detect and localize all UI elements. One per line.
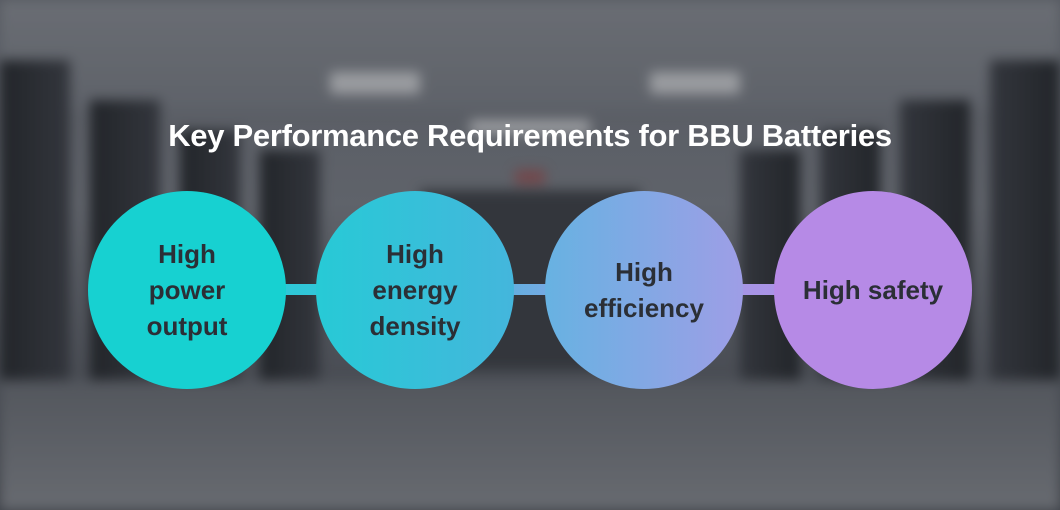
exit-sign — [515, 170, 545, 184]
requirement-circle-efficiency: High efficiency — [545, 191, 743, 389]
floor — [0, 380, 1060, 510]
ceiling — [0, 0, 1060, 110]
requirement-circle-energy-density: High energy density — [316, 191, 514, 389]
page-title: Key Performance Requirements for BBU Bat… — [168, 118, 892, 153]
requirement-circle-safety: High safety — [774, 191, 972, 389]
requirement-label: High power output — [146, 239, 228, 341]
requirement-label: High energy density — [369, 239, 461, 341]
ceiling-light — [650, 72, 740, 94]
connector-line — [185, 284, 875, 295]
requirement-circle-power-output: High power output — [88, 191, 286, 389]
ceiling-light — [330, 72, 420, 94]
requirement-label: High efficiency — [584, 257, 704, 323]
requirement-label: High safety — [802, 275, 944, 305]
ceiling-light — [470, 120, 590, 134]
